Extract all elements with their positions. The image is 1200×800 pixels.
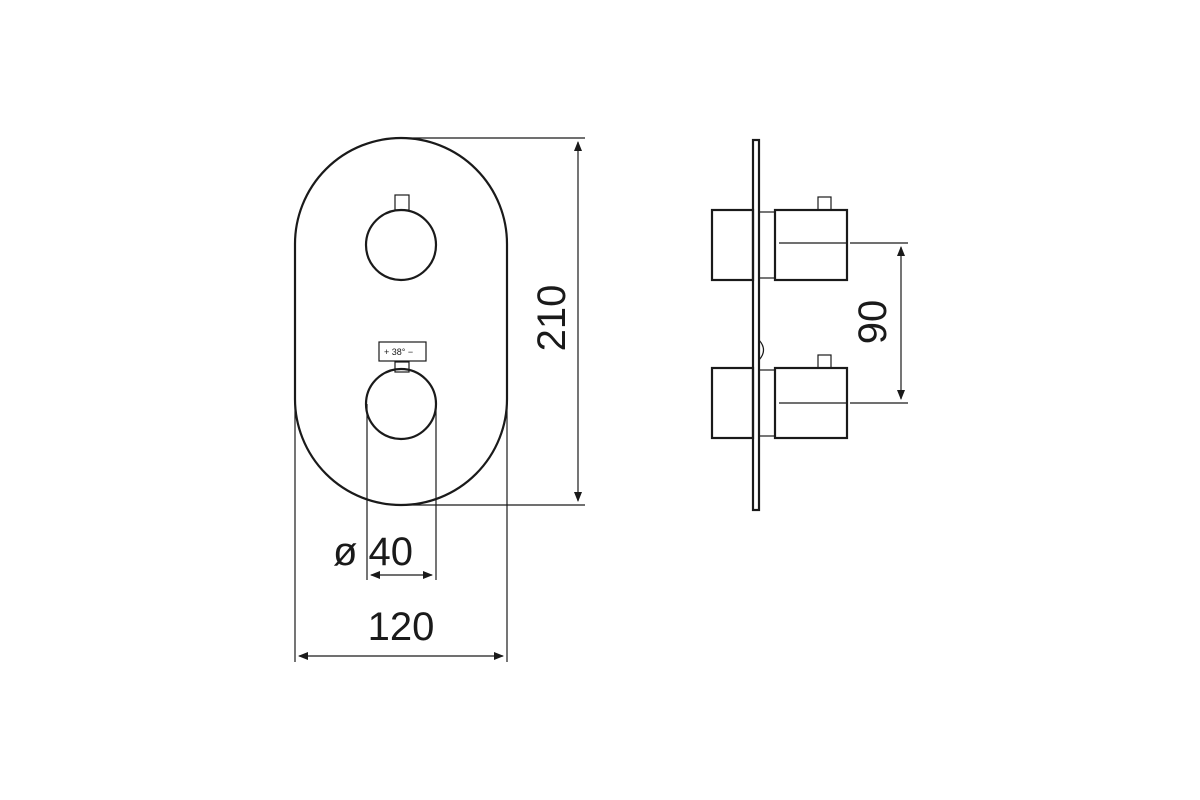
temperature-scale-mark: + 38° − xyxy=(384,347,413,357)
height-dimension-label: 210 xyxy=(530,285,574,352)
side-plate-connector xyxy=(758,339,765,361)
faceplate-outline xyxy=(293,136,509,507)
bottom-knob: + 38° − xyxy=(364,341,438,441)
side-knob-top-indicator xyxy=(817,196,832,211)
top-knob-circle xyxy=(364,208,438,282)
side-knob-bottom xyxy=(758,354,849,440)
side-plate xyxy=(751,138,761,512)
temperature-scale-plate xyxy=(378,341,427,362)
height-dimension: 210 xyxy=(401,137,585,506)
side-view: 90 xyxy=(710,138,908,512)
top-knob xyxy=(364,194,438,282)
width-dimension: 120 xyxy=(294,330,508,662)
side-knob-top xyxy=(758,196,849,282)
knob-diameter-label: ø 40 xyxy=(333,530,413,574)
bottom-knob-circle xyxy=(364,367,438,441)
bottom-knob-indicator xyxy=(394,361,410,373)
width-dimension-label: 120 xyxy=(368,605,435,649)
front-view: + 38° − 210 ø 40 120 xyxy=(293,136,585,662)
side-knob-bottom-indicator xyxy=(817,354,832,369)
knob-diameter-dimension: ø 40 xyxy=(333,404,437,580)
knob-spacing-dimension: 90 xyxy=(850,242,908,404)
side-body-bottom xyxy=(710,366,755,440)
top-knob-indicator xyxy=(394,194,410,211)
side-body-top xyxy=(710,208,755,282)
knob-spacing-label: 90 xyxy=(851,300,895,345)
